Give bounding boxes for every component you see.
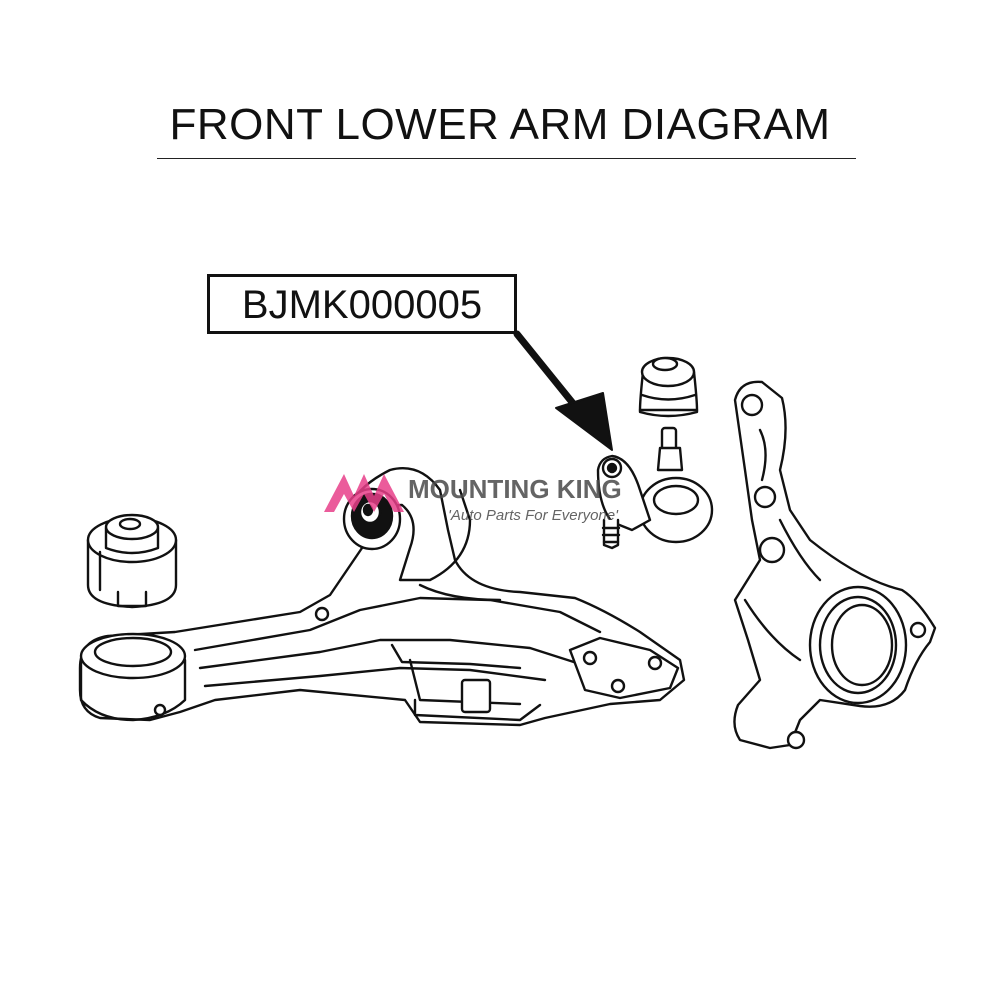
- rear-bushing: [86, 513, 178, 609]
- steering-knuckle: [733, 380, 937, 750]
- watermark-tagline: 'Auto Parts For Everyone': [448, 507, 619, 524]
- watermark-brand: MOUNTING KING: [408, 474, 622, 504]
- ball-joint: [596, 426, 714, 550]
- lower-control-arm: [78, 467, 686, 727]
- ball-joint-boot: [638, 356, 699, 418]
- part-number-label: BJMK000005: [207, 274, 517, 334]
- diagram-title: FRONT LOWER ARM DIAGRAM: [169, 100, 831, 149]
- pointer-arrow: [513, 330, 613, 451]
- mk-logo-icon: [324, 474, 404, 512]
- watermark: MOUNTING KING 'Auto Parts For Everyone': [324, 474, 622, 524]
- title-underline: [157, 158, 856, 159]
